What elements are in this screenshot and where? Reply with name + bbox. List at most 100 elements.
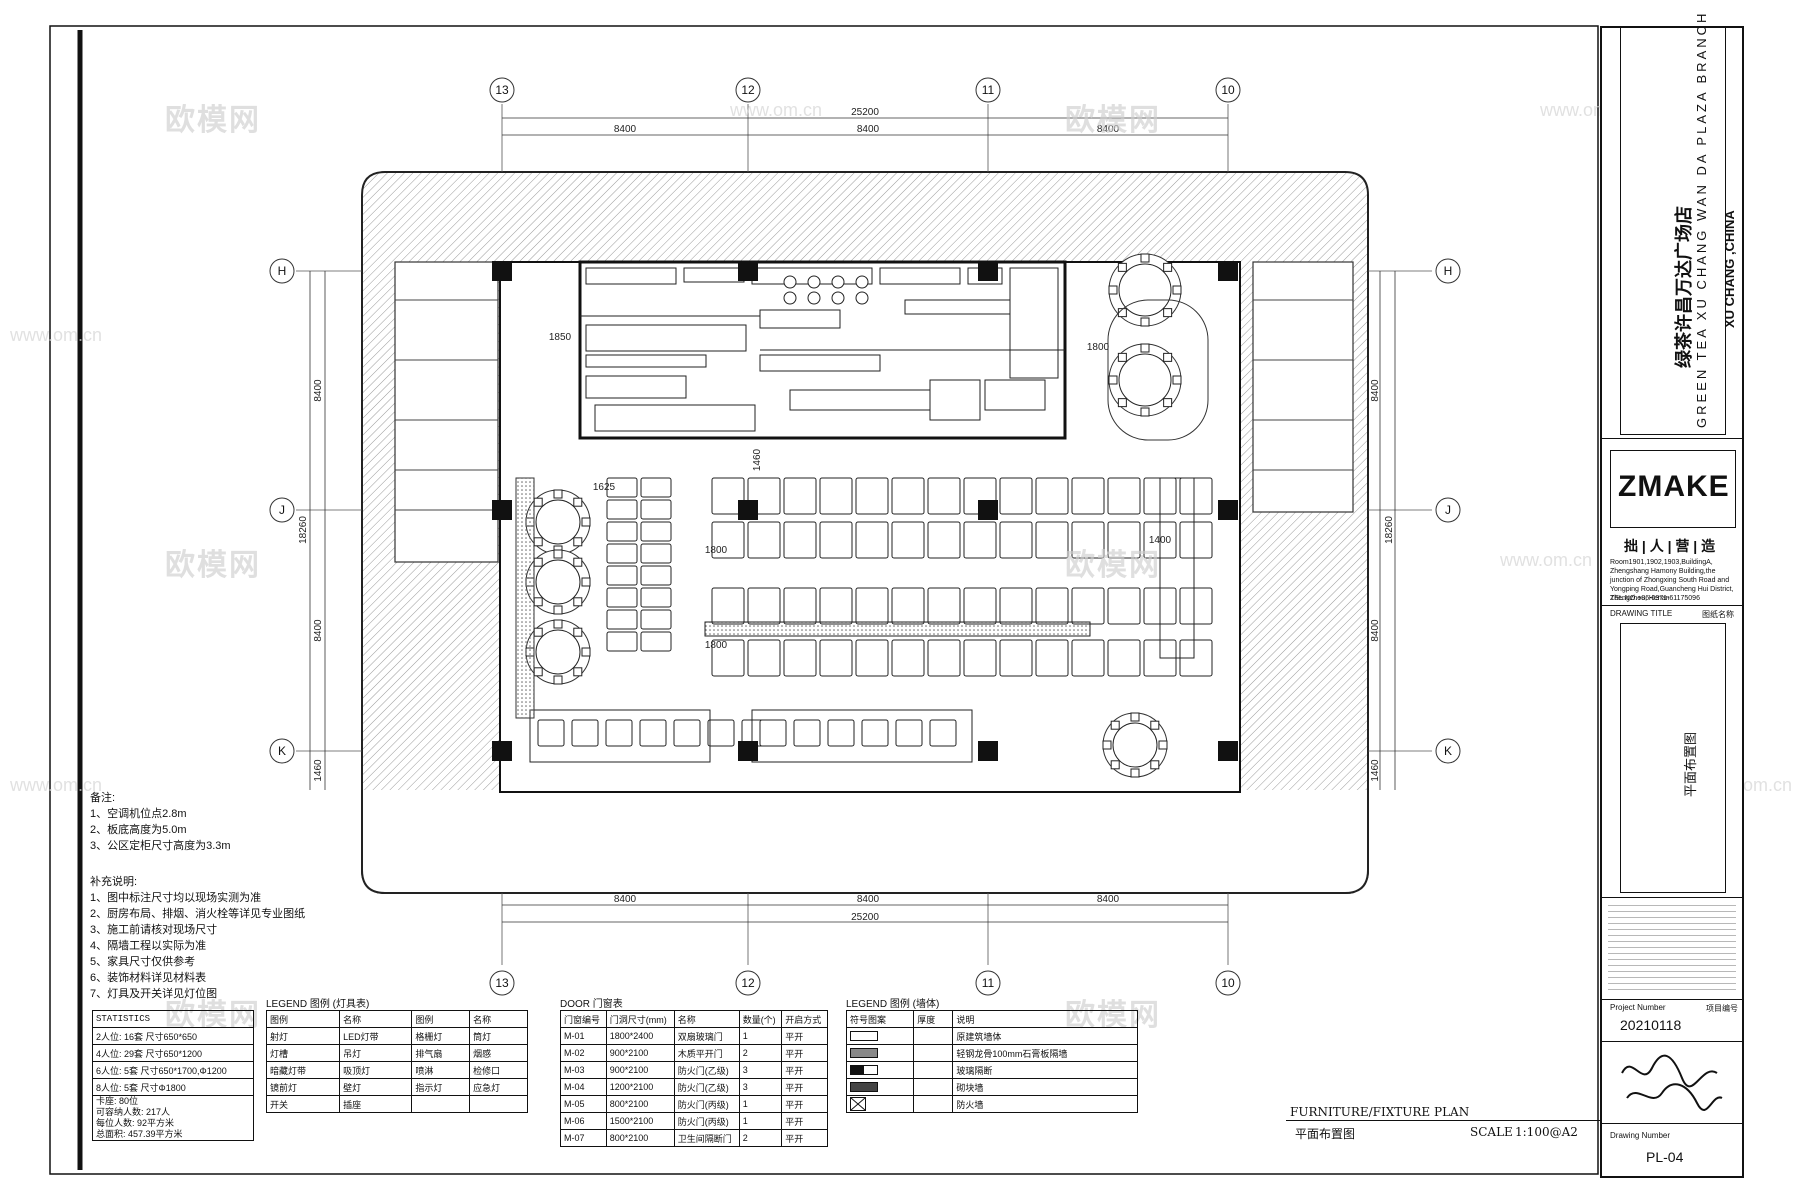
door-cell: 900*2100 bbox=[605, 1061, 675, 1079]
project-name-cell: 绿茶许昌万达广场店 GREEN TEA XU CHANG WAN DA PLAZ… bbox=[1602, 11, 1742, 439]
grid-bubble bbox=[1435, 258, 1461, 284]
dimension-text: 1460 bbox=[313, 759, 324, 782]
wall-cell: 砌块墙 bbox=[952, 1078, 1138, 1096]
legend-cell: 喷淋 bbox=[411, 1061, 471, 1079]
legend-header: 厚度 bbox=[913, 1010, 954, 1028]
project-name-cn: 绿茶许昌万达广场店 bbox=[1674, 206, 1694, 368]
notes-title-2: 补充说明: bbox=[90, 876, 138, 888]
booth-seat bbox=[819, 639, 853, 677]
kitchen-equipment bbox=[585, 267, 677, 285]
booth-seat bbox=[606, 499, 638, 520]
private-room-wall bbox=[1107, 299, 1209, 441]
chair bbox=[1163, 262, 1173, 272]
chair bbox=[573, 557, 583, 567]
chair bbox=[1163, 308, 1173, 318]
booth-seat bbox=[747, 521, 781, 559]
door-cell: 2 bbox=[738, 1044, 783, 1062]
bar-stool bbox=[707, 719, 735, 747]
grid-bubble bbox=[1435, 738, 1461, 764]
chair bbox=[1130, 712, 1140, 722]
statistics-row: 8人位: 5套 尺寸Φ1800 bbox=[92, 1078, 254, 1096]
planter-strip bbox=[515, 477, 535, 719]
booth-seat bbox=[640, 609, 672, 630]
booth-seat bbox=[606, 521, 638, 542]
drawing-name-cn: 平面布置图 bbox=[1295, 1127, 1356, 1141]
chair bbox=[581, 577, 591, 587]
structural-column bbox=[492, 741, 512, 761]
wall-cell bbox=[913, 1061, 954, 1079]
project-location: XU CHANG ,CHINA bbox=[1722, 210, 1737, 328]
door-cell: 防火门(乙级) bbox=[673, 1061, 740, 1079]
grid-label: J bbox=[1445, 503, 1451, 517]
structural-column bbox=[492, 261, 512, 281]
drawing-title-cn: 平面布置图 bbox=[1683, 731, 1698, 797]
door-cell: M-02 bbox=[560, 1044, 607, 1062]
disclaimer-cell bbox=[1602, 899, 1742, 1000]
grid-bubble bbox=[269, 738, 295, 764]
chair bbox=[1102, 740, 1112, 750]
dimension-text: 8400 bbox=[1370, 379, 1381, 402]
wall-swatch bbox=[845, 1027, 915, 1045]
dimension-text: 8400 bbox=[313, 379, 324, 402]
grid-bubble bbox=[269, 497, 295, 523]
booth-seat bbox=[999, 639, 1033, 677]
booth-seat bbox=[999, 521, 1033, 559]
note-item: 5、家具尺寸仅供参考 bbox=[90, 956, 196, 968]
dimension-total: 25200 bbox=[851, 912, 879, 923]
structural-column bbox=[978, 500, 998, 520]
booth-seat bbox=[1035, 521, 1069, 559]
bar-stool bbox=[605, 719, 633, 747]
door-cell: M-06 bbox=[560, 1112, 607, 1130]
booth-seat bbox=[891, 521, 925, 559]
watermark-domain: www.om.cn bbox=[10, 325, 103, 345]
bar-stool bbox=[639, 719, 667, 747]
structural-column bbox=[1218, 261, 1238, 281]
round-table bbox=[535, 629, 581, 675]
burner-icon bbox=[783, 291, 797, 305]
watermark-brand: 欧模网 bbox=[1065, 549, 1161, 582]
booth-seat bbox=[927, 521, 961, 559]
note-item: 6、装饰材料详见材料表 bbox=[90, 972, 207, 984]
statistics-row: 总面积: 457.39平方米 bbox=[96, 1129, 183, 1139]
grid-label: 10 bbox=[1221, 976, 1235, 990]
legend-cell bbox=[411, 1095, 471, 1113]
legend-cell: 射灯 bbox=[265, 1027, 341, 1045]
door-cell: M-01 bbox=[560, 1027, 607, 1045]
booth-seat bbox=[999, 477, 1033, 515]
legend-header: 名称 bbox=[469, 1010, 528, 1028]
booth-seat bbox=[1107, 521, 1141, 559]
chair bbox=[1140, 343, 1150, 353]
legend-cell: 镜前灯 bbox=[265, 1078, 341, 1096]
company-slogan: 拙 | 人 | 营 | 造 bbox=[1624, 538, 1716, 554]
wall-cell: 玻璃隔断 bbox=[952, 1061, 1138, 1079]
door-cell: 木质平开门 bbox=[673, 1044, 740, 1062]
dimension-text: 8400 bbox=[1370, 619, 1381, 642]
chair bbox=[1110, 720, 1120, 730]
statistics-row: 可容纳人数: 217人 bbox=[96, 1107, 171, 1117]
door-cell: 800*2100 bbox=[605, 1129, 675, 1147]
chair bbox=[533, 557, 543, 567]
kitchen-equipment bbox=[759, 309, 841, 329]
legend-lighting-title: LEGEND 图例 (灯具表) bbox=[266, 999, 370, 1010]
note-item: 3、公区定柜尺寸高度为3.3m bbox=[90, 840, 231, 852]
chair bbox=[533, 627, 543, 637]
booth-seat bbox=[711, 521, 745, 559]
chair bbox=[1140, 253, 1150, 263]
project-number: 20210118 bbox=[1620, 1017, 1682, 1033]
grid-label: 13 bbox=[495, 83, 509, 97]
booth-seat bbox=[819, 521, 853, 559]
dimension-text: 1400 bbox=[1149, 535, 1172, 546]
grid-bubble bbox=[735, 77, 761, 103]
statistics-row: 卡座: 80位 bbox=[96, 1096, 139, 1106]
door-cell: M-03 bbox=[560, 1061, 607, 1079]
drawing-name-en: FURNITURE/FIXTURE PLAN bbox=[1290, 1105, 1470, 1119]
door-cell: 平开 bbox=[781, 1044, 828, 1062]
legend-cell: 开关 bbox=[265, 1095, 341, 1113]
chair bbox=[533, 537, 543, 547]
booth-seat bbox=[640, 499, 672, 520]
watermark-brand: 欧模网 bbox=[165, 549, 261, 582]
legend-cell: 应急灯 bbox=[469, 1078, 528, 1096]
booth-seat bbox=[891, 477, 925, 515]
legend-cell: 排气扇 bbox=[411, 1044, 471, 1062]
sheet-code: PL-04 bbox=[1646, 1149, 1684, 1165]
